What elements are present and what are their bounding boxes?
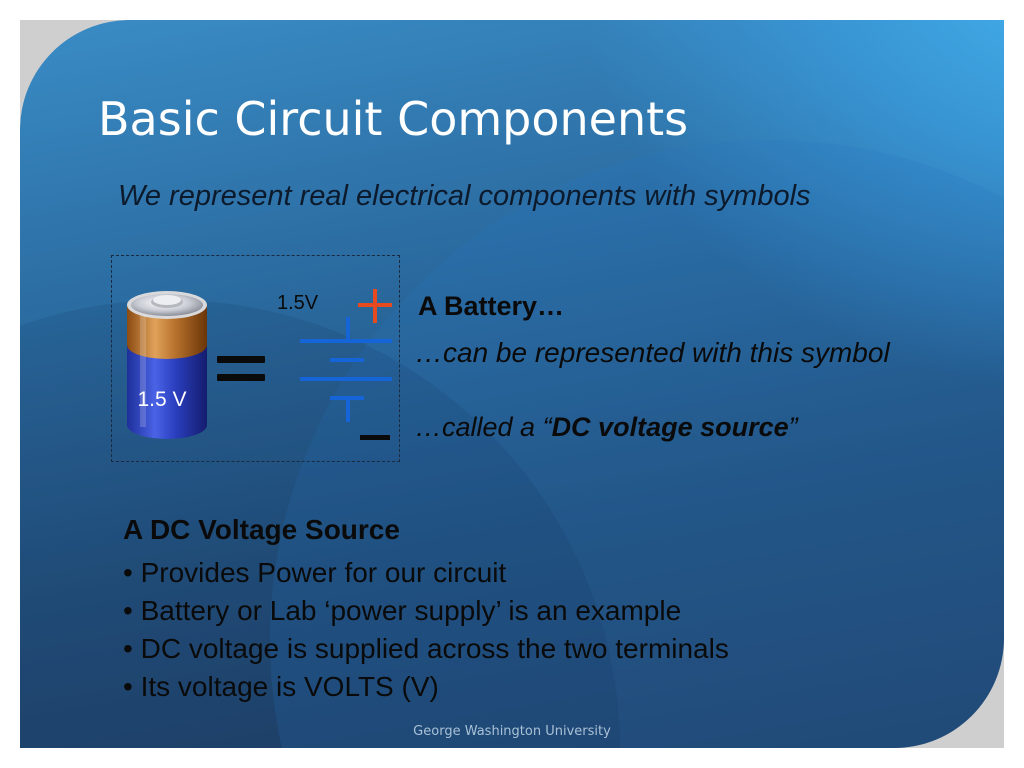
represented-text: …can be represented with this symbol [415,337,890,368]
section-heading: A DC Voltage Source [123,514,400,545]
slide-footer: George Washington University [413,724,611,739]
called-suffix: ” [788,412,798,442]
slide-title: Basic Circuit Components [98,92,689,146]
battery-voltage-label: 1.5 V [137,388,187,411]
bullet-item: Its voltage is VOLTS (V) [123,668,729,706]
slide-subtitle: We represent real electrical components … [118,180,811,212]
called-prefix: …called a “ [415,412,552,442]
called-bold-term: DC voltage source [551,412,789,442]
source-voltage-label: 1.5V [277,292,319,314]
battery-icon [127,291,207,439]
called-text: …called a “DC voltage source” [415,412,798,443]
bullet-item: Battery or Lab ‘power supply’ is an exam… [123,592,729,630]
bullet-list: Provides Power for our circuit Battery o… [123,554,729,706]
a-battery-heading: A Battery… [418,291,565,321]
slide-background [20,20,1004,748]
bullet-item: Provides Power for our circuit [123,554,729,592]
bullet-item: DC voltage is supplied across the two te… [123,630,729,668]
slide-frame [20,20,1004,748]
equals-sign [217,350,267,386]
battery-equation-box [111,255,400,462]
dc-voltage-source-symbol [300,289,392,440]
